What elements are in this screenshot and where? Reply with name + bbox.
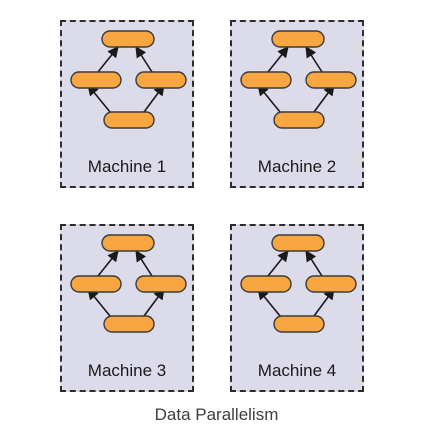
diagram-caption: Data Parallelism (154, 405, 279, 424)
node-left (70, 275, 122, 293)
machine-4-box: Machine 4 (230, 224, 364, 392)
machine-label: Machine 2 (257, 157, 337, 176)
node-left (240, 275, 292, 293)
model-graph (240, 30, 357, 129)
edge-left-to-top (267, 46, 289, 73)
node-top (271, 30, 325, 48)
model-graph (70, 30, 187, 129)
node-bottom (103, 315, 155, 333)
machine-3-box: Machine 3 (60, 224, 194, 392)
edge-bottom-to-left (87, 288, 111, 317)
node-left (70, 71, 122, 89)
model-graph (70, 234, 187, 333)
edge-bottom-to-right (313, 288, 335, 317)
node-bottom (273, 315, 325, 333)
node-right (305, 275, 357, 293)
edge-right-to-top (305, 250, 323, 277)
node-right (135, 71, 187, 89)
edge-left-to-top (97, 46, 119, 73)
machine-label: Machine 4 (257, 361, 337, 380)
edge-left-to-top (267, 250, 289, 277)
node-top (271, 234, 325, 252)
edge-left-to-top (97, 250, 119, 277)
edge-right-to-top (305, 46, 323, 73)
node-right (305, 71, 357, 89)
machine-2-box: Machine 2 (230, 20, 364, 188)
edge-bottom-to-right (313, 84, 335, 113)
edge-right-to-top (135, 46, 153, 73)
edge-bottom-to-right (143, 288, 165, 317)
node-right (135, 275, 187, 293)
model-graph (240, 234, 357, 333)
machine-label: Machine 1 (87, 157, 167, 176)
machine-label: Machine 3 (87, 361, 167, 380)
node-bottom (273, 111, 325, 129)
node-top (101, 234, 155, 252)
edge-bottom-to-right (143, 84, 165, 113)
edge-bottom-to-left (87, 84, 111, 113)
edge-bottom-to-left (257, 288, 281, 317)
edge-bottom-to-left (257, 84, 281, 113)
node-top (101, 30, 155, 48)
edge-right-to-top (135, 250, 153, 277)
machine-1-box: Machine 1 (60, 20, 194, 188)
node-left (240, 71, 292, 89)
node-bottom (103, 111, 155, 129)
